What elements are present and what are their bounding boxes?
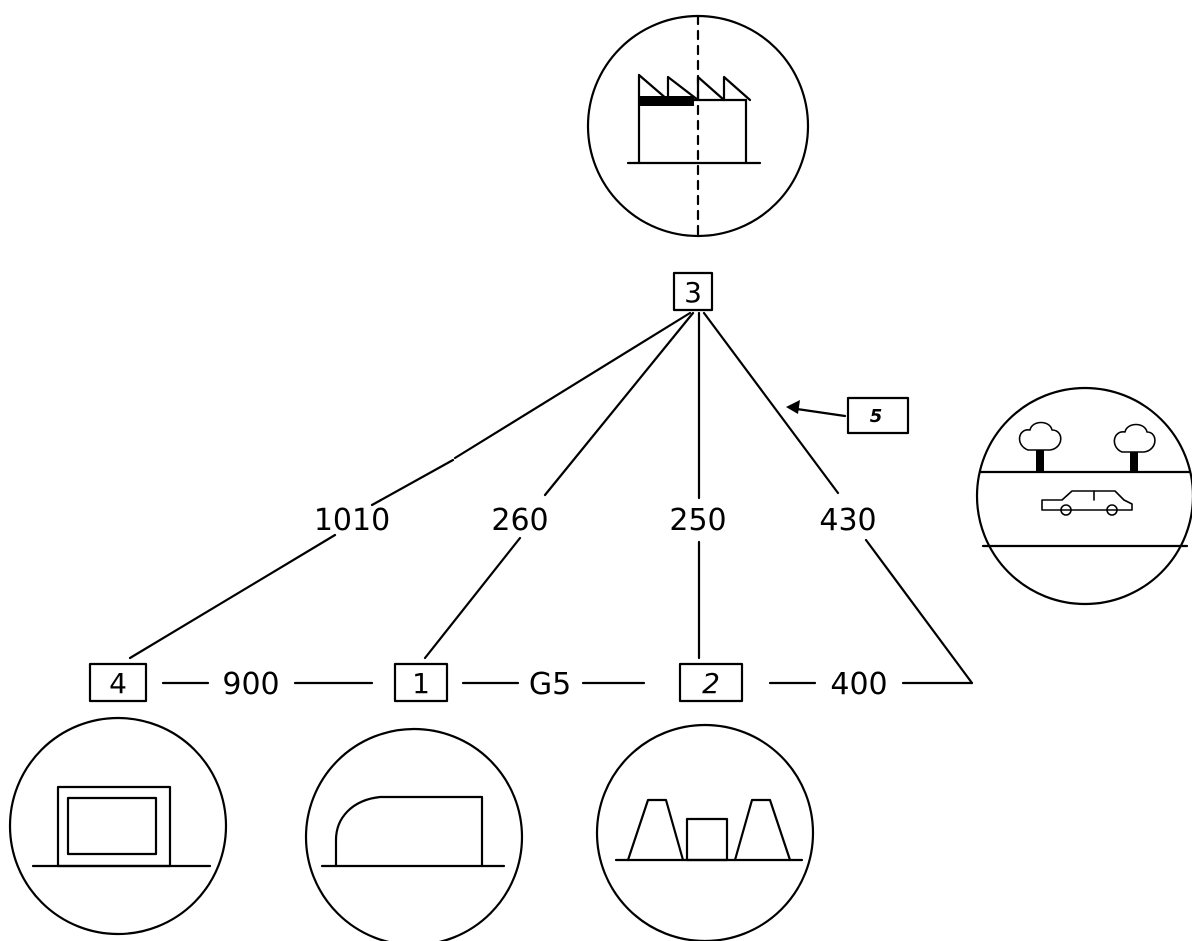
edge-label-3-r: 430 bbox=[819, 503, 876, 538]
building-circle bbox=[10, 718, 226, 934]
node-4-label: 4 bbox=[109, 667, 127, 700]
node-2: 2 bbox=[680, 664, 742, 701]
arrow-head-icon bbox=[786, 400, 800, 414]
tower-middle-block bbox=[687, 819, 727, 860]
factory-band bbox=[639, 96, 694, 106]
hangar-outline bbox=[336, 797, 482, 866]
tree-right-trunk bbox=[1130, 452, 1138, 472]
node-5: 5 bbox=[786, 398, 908, 433]
car-icon bbox=[1042, 491, 1132, 515]
car-body bbox=[1042, 491, 1132, 510]
tree-left-trunk bbox=[1036, 450, 1044, 472]
cooling-towers-icon bbox=[616, 800, 802, 860]
road-circle-outline bbox=[977, 388, 1192, 604]
edge-3-1-upper bbox=[545, 313, 693, 495]
factory-icon bbox=[628, 75, 760, 163]
tree-icon bbox=[1114, 425, 1155, 473]
node-2-label: 2 bbox=[702, 667, 720, 700]
building-with-window-icon bbox=[33, 787, 210, 866]
edge-label-1-2: G5 bbox=[529, 667, 571, 702]
tower-left bbox=[628, 800, 683, 860]
tree-icon bbox=[1020, 423, 1061, 473]
factory-circle bbox=[588, 16, 808, 236]
road-circle bbox=[977, 388, 1192, 604]
hangar-circle-outline bbox=[306, 729, 522, 941]
node-3: 3 bbox=[674, 273, 712, 310]
node-5-label: 5 bbox=[870, 406, 883, 427]
edge-labels: 1010 260 250 430 900 G5 400 bbox=[222, 503, 887, 702]
building-circle-outline bbox=[10, 718, 226, 934]
node-1: 1 bbox=[395, 664, 447, 701]
edge-label-3-1: 260 bbox=[491, 503, 548, 538]
edge-3-r-upper bbox=[704, 313, 838, 493]
node-3-label: 3 bbox=[684, 276, 702, 309]
edge-3-r-lower bbox=[866, 540, 972, 683]
edge-3-4-mid bbox=[372, 460, 453, 505]
edge-3-1-lower bbox=[425, 538, 520, 658]
edge-label-4-1: 900 bbox=[222, 667, 279, 702]
edge-label-3-2: 250 bbox=[669, 503, 726, 538]
node-1-label: 1 bbox=[412, 667, 430, 700]
node-4: 4 bbox=[90, 664, 146, 701]
hangar-icon bbox=[322, 797, 504, 866]
hangar-circle bbox=[306, 729, 522, 941]
edge-label-2-r: 400 bbox=[830, 667, 887, 702]
tower-right bbox=[735, 800, 790, 860]
edge-3-4-upper bbox=[455, 313, 690, 458]
edge-3-4-lower bbox=[130, 535, 335, 658]
towers-circle bbox=[597, 725, 813, 941]
building-window bbox=[68, 798, 156, 854]
tree-right-crown bbox=[1114, 425, 1155, 453]
edge-label-3-4: 1010 bbox=[314, 503, 390, 538]
tree-left-crown bbox=[1020, 423, 1061, 451]
connection-lines bbox=[130, 313, 972, 683]
